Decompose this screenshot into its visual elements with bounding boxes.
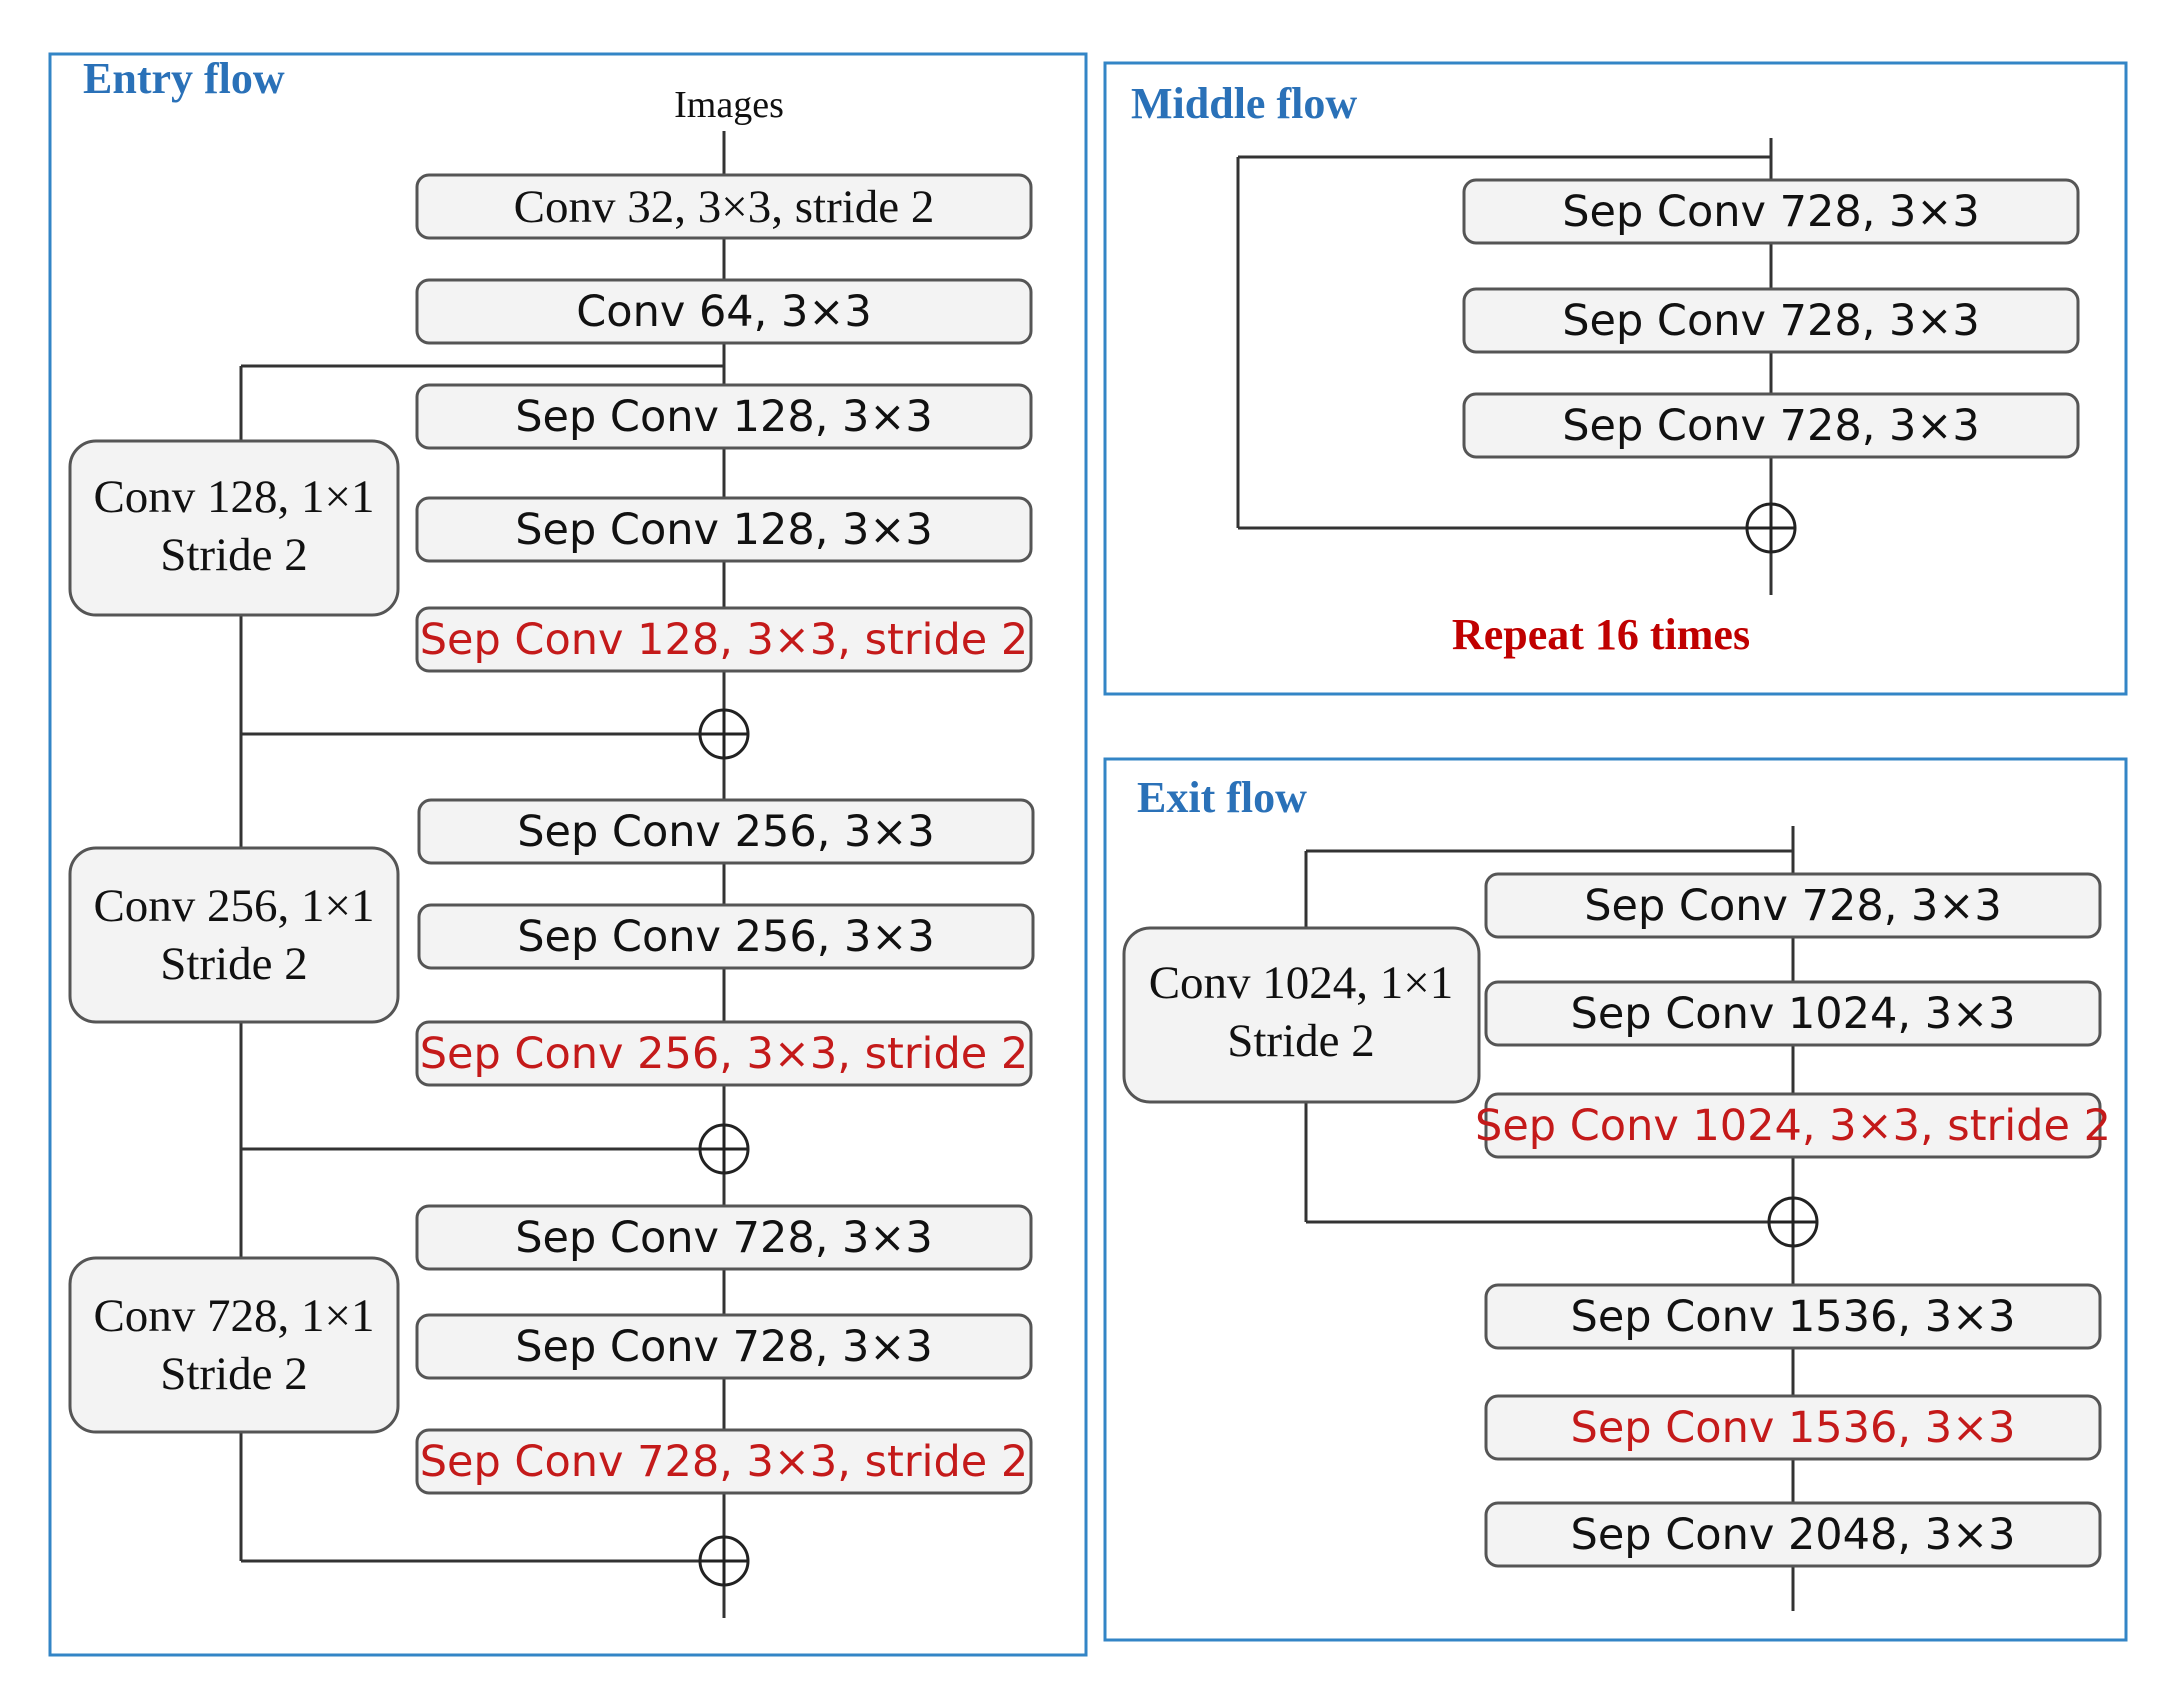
exit-layer-label: Sep Conv 1536, 3×3 (1571, 1403, 2016, 1453)
entry-layer: Sep Conv 256, 3×3 (417, 798, 1035, 865)
entry-flow-panel: Entry flow Images Conv 32, 3×3, stride 2… (48, 52, 1088, 1657)
add-node-icon (698, 708, 750, 760)
add-node-icon (1745, 502, 1797, 554)
exit-layer: Sep Conv 728, 3×3 (1484, 872, 2102, 939)
shortcut-label-line1: Conv 256, 1×1 (93, 880, 374, 932)
entry-layer-label: Sep Conv 128, 3×3, stride 2 (420, 615, 1029, 665)
exit-layer-label: Sep Conv 728, 3×3 (1584, 881, 2002, 931)
exit-layer: Sep Conv 2048, 3×3 (1484, 1501, 2102, 1568)
exit-layer-label: Sep Conv 1024, 3×3 (1571, 989, 2016, 1039)
shortcut-label-line1: Conv 1024, 1×1 (1149, 957, 1454, 1009)
entry-shortcut-conv: Conv 128, 1×1 Stride 2 (68, 439, 400, 617)
entry-layer: Sep Conv 728, 3×3 (415, 1313, 1033, 1380)
add-node-icon (698, 1535, 750, 1587)
shortcut-label-line2: Stride 2 (160, 938, 308, 990)
shortcut-label-line1: Conv 128, 1×1 (93, 471, 374, 523)
entry-layer-strided: Sep Conv 728, 3×3, stride 2 (415, 1428, 1033, 1495)
entry-layer-label: Sep Conv 728, 3×3 (515, 1213, 933, 1263)
entry-layer-label: Conv 64, 3×3 (576, 287, 872, 337)
entry-layer: Sep Conv 728, 3×3 (415, 1204, 1033, 1271)
entry-layer-strided: Sep Conv 256, 3×3, stride 2 (415, 1020, 1033, 1087)
exit-layer: Sep Conv 1536, 3×3 (1484, 1394, 2102, 1461)
exit-flow-panel: Exit flow Sep Conv 728, 3×3 Sep Conv 102… (1103, 757, 2128, 1642)
middle-layer: Sep Conv 728, 3×3 (1462, 178, 2080, 245)
exit-layer: Sep Conv 1536, 3×3 (1484, 1283, 2102, 1350)
shortcut-label-line2: Stride 2 (160, 1348, 308, 1400)
entry-layer: Conv 64, 3×3 (415, 278, 1033, 345)
entry-flow-border (48, 52, 1088, 1657)
shortcut-label-line2: Stride 2 (160, 529, 308, 581)
middle-flow-title: Middle flow (1131, 79, 1357, 128)
exit-shortcut-conv: Conv 1024, 1×1 Stride 2 (1122, 926, 1481, 1104)
entry-flow-title: Entry flow (83, 54, 285, 103)
entry-shortcut-conv: Conv 728, 1×1 Stride 2 (68, 1256, 400, 1434)
input-images-label: Images (674, 84, 784, 126)
entry-layer-label: Conv 32, 3×3, stride 2 (514, 181, 935, 233)
exit-layer-strided: Sep Conv 1024, 3×3, stride 2 (1475, 1092, 2111, 1159)
exit-flow-title: Exit flow (1137, 773, 1307, 822)
shortcut-label-line2: Stride 2 (1227, 1015, 1375, 1067)
entry-layer: Sep Conv 128, 3×3 (415, 496, 1033, 563)
add-node-icon (698, 1123, 750, 1175)
middle-flow-panel: Middle flow Sep Conv 728, 3×3 Sep Conv 7… (1103, 61, 2128, 696)
entry-layer-label: Sep Conv 728, 3×3 (515, 1322, 933, 1372)
exit-flow-border (1103, 757, 2128, 1642)
repeat-label: Repeat 16 times (1452, 610, 1750, 659)
middle-layer-label: Sep Conv 728, 3×3 (1562, 401, 1980, 451)
add-node-icon (1767, 1196, 1819, 1248)
middle-flow-border (1103, 61, 2128, 696)
entry-layer-label: Sep Conv 256, 3×3, stride 2 (420, 1029, 1029, 1079)
exit-layer: Sep Conv 1024, 3×3 (1484, 980, 2102, 1047)
entry-layer-strided: Sep Conv 128, 3×3, stride 2 (415, 606, 1033, 673)
entry-layer-label: Sep Conv 256, 3×3 (517, 912, 935, 962)
middle-layer: Sep Conv 728, 3×3 (1462, 287, 2080, 354)
exit-layer-label: Sep Conv 2048, 3×3 (1571, 1510, 2016, 1560)
middle-layer-label: Sep Conv 728, 3×3 (1562, 187, 1980, 237)
entry-layer-label: Sep Conv 256, 3×3 (517, 807, 935, 857)
middle-layer: Sep Conv 728, 3×3 (1462, 392, 2080, 459)
middle-layer-label: Sep Conv 728, 3×3 (1562, 296, 1980, 346)
entry-layer: Sep Conv 256, 3×3 (417, 903, 1035, 970)
entry-layer-label: Sep Conv 728, 3×3, stride 2 (420, 1437, 1029, 1487)
shortcut-label-line1: Conv 728, 1×1 (93, 1290, 374, 1342)
entry-layer-label: Sep Conv 128, 3×3 (515, 505, 933, 555)
entry-layer: Conv 32, 3×3, stride 2 (415, 173, 1033, 240)
exit-layer-label: Sep Conv 1024, 3×3, stride 2 (1475, 1101, 2111, 1151)
entry-layer: Sep Conv 128, 3×3 (415, 383, 1033, 450)
entry-layer-label: Sep Conv 128, 3×3 (515, 392, 933, 442)
exit-layer-label: Sep Conv 1536, 3×3 (1571, 1292, 2016, 1342)
entry-shortcut-conv: Conv 256, 1×1 Stride 2 (68, 846, 400, 1024)
